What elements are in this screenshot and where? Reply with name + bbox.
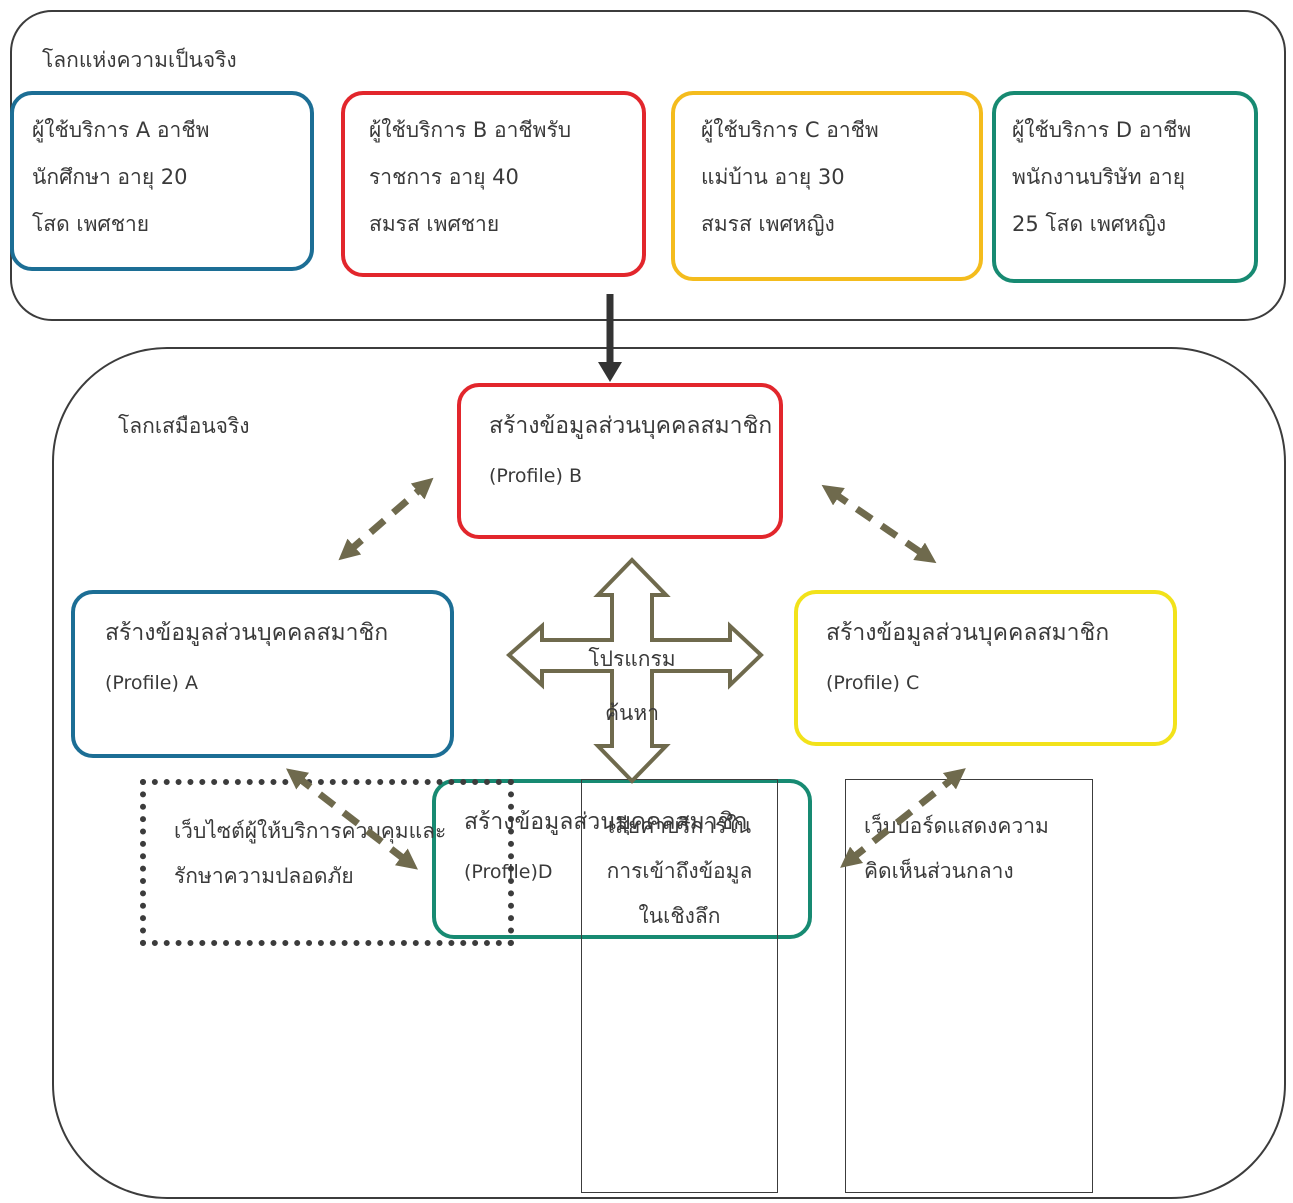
profile-a-title: สร้างข้อมูลส่วนบุคคลสมาชิก — [105, 620, 389, 646]
user-a-line-1: ผู้ใช้บริการ A อาชีพ — [32, 118, 210, 142]
profile-b-title: สร้างข้อมูลส่วนบุคคลสมาชิก — [489, 413, 773, 439]
real-world-label: โลกแห่งความเป็นจริง — [42, 48, 237, 72]
user-c-line-2: แม่บ้าน อายุ 30 — [701, 165, 845, 189]
user-card-a: ผู้ใช้บริการ A อาชีพ นักศึกษา อายุ 20 โส… — [10, 91, 314, 271]
profile-b-sub: (Profile) B — [489, 465, 582, 487]
user-d-line-2: พนักงานบริษัท อายุ — [1012, 165, 1185, 189]
user-a-line-3: โสด เพศชาย — [32, 212, 150, 236]
four-way-arrow-icon — [505, 557, 764, 784]
user-card-d: ผู้ใช้บริการ D อาชีพ พนักงานบริษัท อายุ … — [992, 91, 1258, 283]
profile-card-a: สร้างข้อมูลส่วนบุคคลสมาชิก (Profile) A — [71, 590, 454, 758]
service-paid-line-2: การเข้าถึงข้อมูล — [606, 859, 753, 883]
user-card-b: ผู้ใช้บริการ B อาชีพรับ ราชการ อายุ 40 ส… — [341, 91, 646, 277]
dashed-arrow-b-c — [821, 484, 937, 564]
user-a-line-2: นักศึกษา อายุ 20 — [32, 165, 188, 189]
user-d-line-1: ผู้ใช้บริการ D อาชีพ — [1012, 118, 1192, 142]
user-c-line-1: ผู้ใช้บริการ C อาชีพ — [701, 118, 879, 142]
profile-card-c: สร้างข้อมูลส่วนบุคคลสมาชิก (Profile) C — [794, 590, 1177, 746]
dashed-arrow-a-d — [286, 768, 418, 870]
down-arrow — [598, 294, 622, 382]
profile-c-sub: (Profile) C — [826, 672, 920, 694]
user-b-line-3: สมรส เพศชาย — [369, 212, 500, 236]
search-program-line-2: ค้นหา — [605, 701, 659, 725]
virtual-world-label: โลกเสมือนจริง — [118, 414, 250, 438]
dashed-arrow-a-b — [338, 477, 434, 561]
user-b-line-2: ราชการ อายุ 40 — [369, 165, 519, 189]
user-b-line-1: ผู้ใช้บริการ B อาชีพรับ — [369, 118, 572, 142]
service-paid-line-1: เสียค่าบริการใน — [607, 814, 752, 838]
profile-card-d: สร้างข้อมูลส่วนบุคคลสมาชิก (Profile)D — [432, 779, 812, 939]
search-program-line-1: โปรแกรม — [588, 647, 675, 671]
user-card-c: ผู้ใช้บริการ C อาชีพ แม่บ้าน อายุ 30 สมร… — [671, 91, 983, 281]
user-c-line-3: สมรส เพศหญิง — [701, 212, 835, 236]
virtual-world-frame — [52, 347, 1286, 1199]
profile-card-b: สร้างข้อมูลส่วนบุคคลสมาชิก (Profile) B — [457, 383, 783, 539]
user-d-line-3: 25 โสด เพศหญิง — [1012, 212, 1167, 236]
profile-c-title: สร้างข้อมูลส่วนบุคคลสมาชิก — [826, 620, 1110, 646]
dashed-arrow-d-c — [840, 768, 966, 868]
service-paid-line-3: ในเชิงลึก — [638, 904, 721, 928]
profile-a-sub: (Profile) A — [105, 672, 198, 694]
service-box-paid-access: เสียค่าบริการใน การเข้าถึงข้อมูล ในเชิงล… — [581, 779, 778, 1193]
